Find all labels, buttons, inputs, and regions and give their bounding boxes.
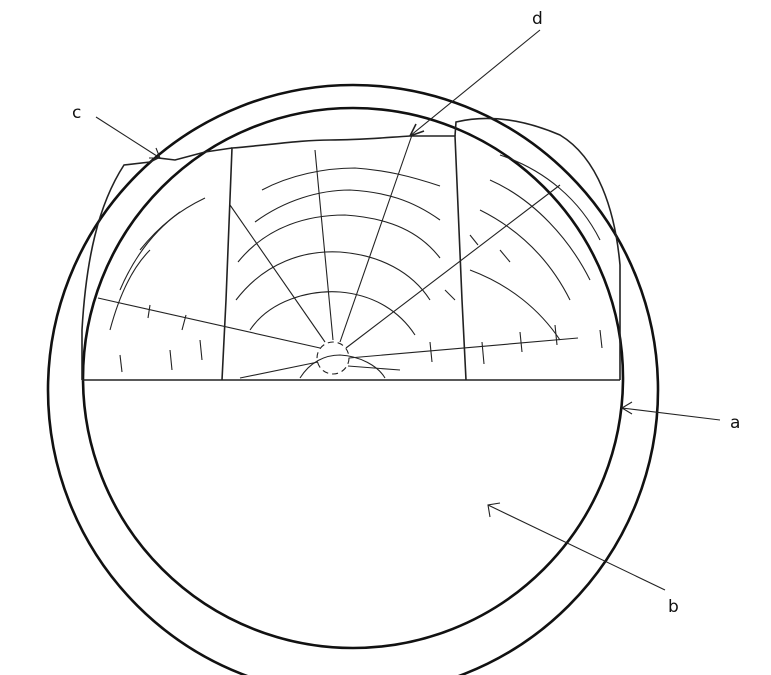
label-a: a	[730, 413, 740, 433]
label-c: c	[72, 103, 81, 123]
label-b: b	[668, 597, 679, 617]
inner-circle	[83, 108, 623, 648]
pointer-d	[410, 30, 540, 136]
right-slab-outline	[455, 118, 620, 380]
growth-rings	[110, 155, 600, 378]
pointer-b	[488, 505, 665, 590]
left-slab-outline	[82, 148, 232, 380]
pointer-a	[622, 408, 720, 420]
center-block-outline	[222, 136, 466, 380]
pointer-c	[96, 117, 160, 158]
pith-circle	[317, 342, 349, 374]
label-d: d	[532, 9, 543, 29]
